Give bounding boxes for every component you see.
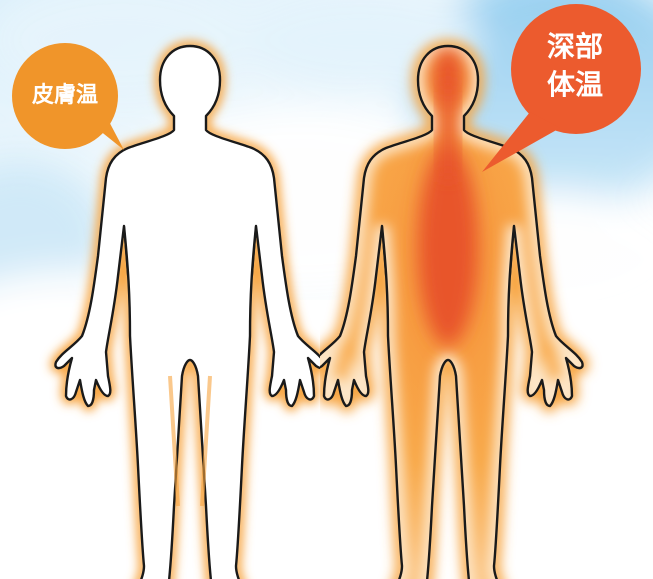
skin-temperature-label: 皮膚温 [17,82,113,110]
core-temperature-label-line1: 深部 [511,28,639,66]
core-temperature-label: 深部 体温 [511,28,639,104]
core-temperature-label-line2: 体温 [511,66,639,104]
